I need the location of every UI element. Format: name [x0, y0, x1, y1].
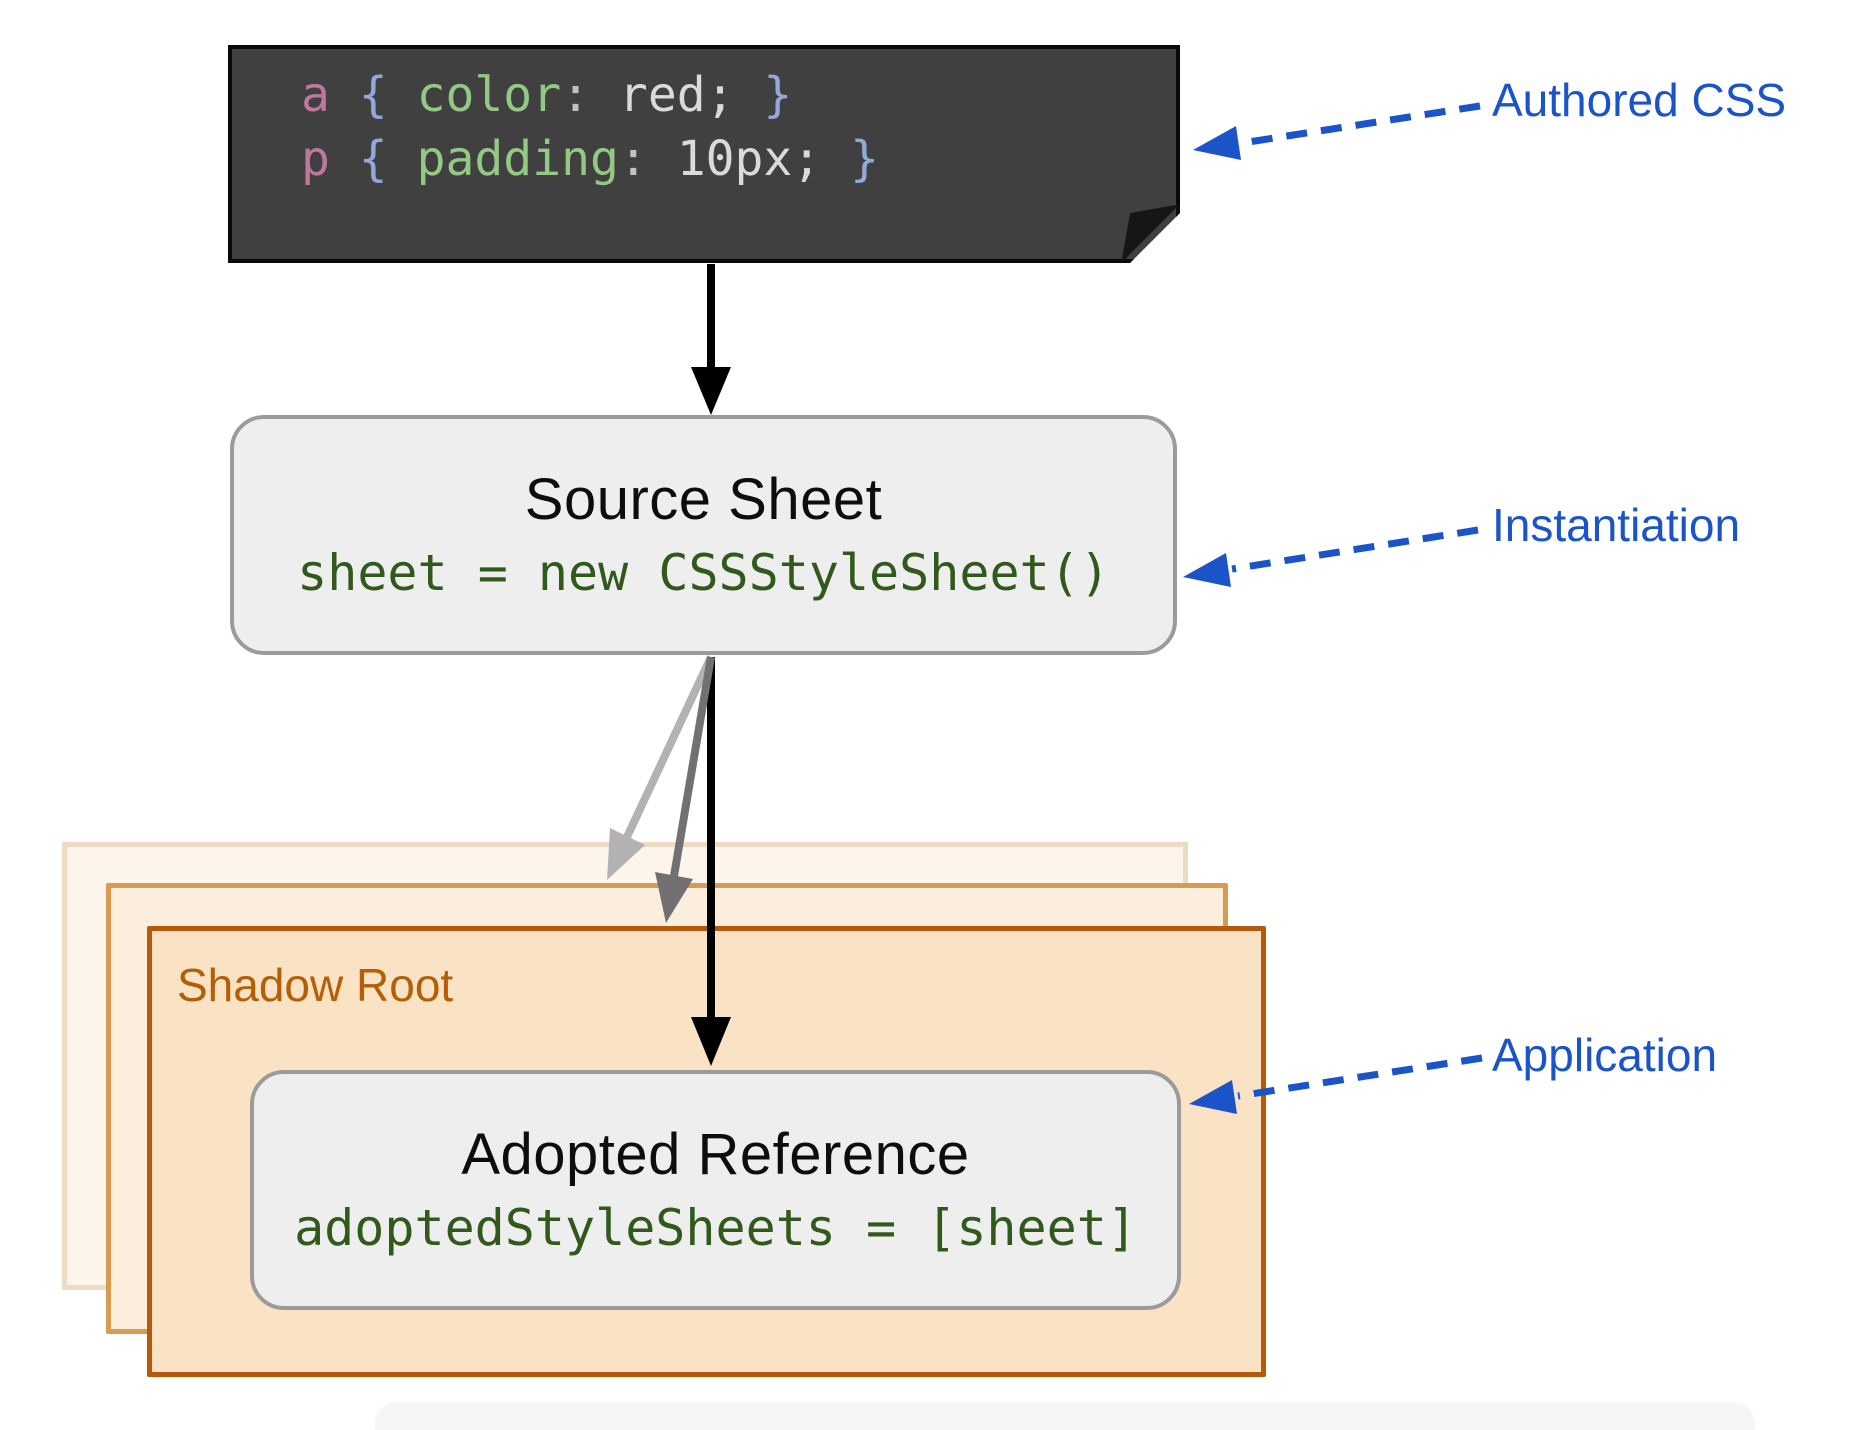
adopted-reference-box: Adopted Reference adoptedStyleSheets = [… [250, 1070, 1181, 1310]
application-label: Application [1492, 1029, 1718, 1081]
bottom-artifact [375, 1402, 1755, 1430]
css-brace: { [329, 131, 417, 187]
shadow-root-label: Shadow Root [177, 959, 454, 1011]
arrow-authored-to-source [691, 264, 731, 415]
css-property: color [416, 67, 562, 123]
source-sheet-title: Source Sheet [524, 467, 883, 532]
css-brace: } [763, 67, 793, 123]
css-value: 10px; [647, 131, 851, 187]
source-sheet-code: sheet = new CSSStyleSheet() [297, 544, 1110, 602]
css-rule-line: p { padding: 10px; } [301, 127, 879, 191]
css-selector: a [301, 67, 330, 123]
authored-css-arrow [1193, 102, 1481, 160]
css-selector: p [301, 131, 330, 187]
css-rule-line: a { color: red; } [301, 63, 879, 127]
css-value: red; [590, 67, 764, 123]
source-sheet-box: Source Sheet sheet = new CSSStyleSheet() [230, 415, 1177, 655]
adopted-reference-code: adoptedStyleSheets = [sheet] [294, 1199, 1137, 1257]
adopted-reference-title: Adopted Reference [461, 1122, 970, 1187]
css-property: padding [416, 131, 619, 187]
instantiation-label: Instantiation [1492, 499, 1741, 551]
css-brace: } [850, 131, 880, 187]
authored-css-code: a { color: red; } p { padding: 10px; } [301, 63, 879, 191]
css-colon: : [561, 67, 591, 123]
css-colon: : [618, 131, 648, 187]
instantiation-arrow [1183, 526, 1479, 587]
css-brace: { [329, 67, 417, 123]
authored-css-label: Authored CSS [1492, 74, 1787, 126]
authored-css-block [228, 45, 1180, 263]
